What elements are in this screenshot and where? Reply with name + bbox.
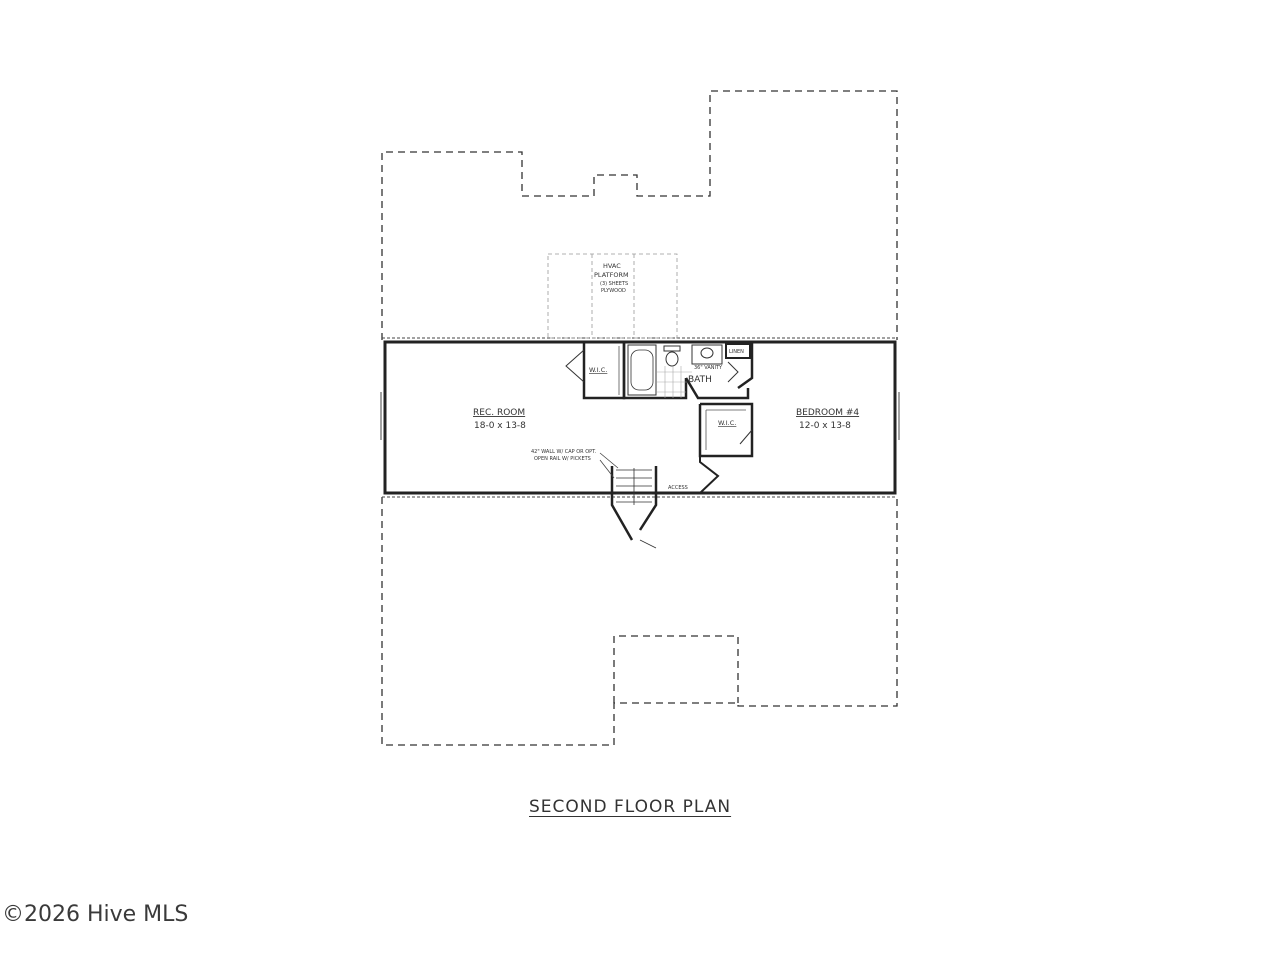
bath-label: BATH	[688, 375, 712, 385]
stair	[599, 452, 658, 549]
bedroom-label: BEDROOM #4	[796, 408, 859, 418]
plan-title: SECOND FLOOR PLAN	[529, 797, 732, 817]
roof-outline-lower	[381, 497, 898, 746]
rec-room-label: REC. ROOM	[473, 408, 525, 418]
wall-note-line1: 42" WALL W/ CAP OR OPT.	[531, 449, 597, 455]
wic-left-label: W.I.C.	[589, 366, 607, 374]
wic-right	[698, 402, 754, 494]
hvac-platform	[547, 253, 678, 339]
porch-outline	[613, 635, 739, 703]
linen-label: LINEN	[729, 349, 744, 355]
bath-block	[622, 342, 750, 400]
hvac-line3: (3) SHEETS	[600, 281, 628, 287]
bedroom-dimensions: 12-0 x 13-8	[799, 421, 851, 431]
hvac-line1: HVAC	[603, 262, 621, 270]
exterior-wall	[383, 340, 897, 495]
rec-room-dimensions: 18-0 x 13-8	[474, 421, 526, 431]
copyright-watermark: ©2026 Hive MLS	[2, 902, 189, 927]
vanity-note: 36" VANITY	[694, 365, 723, 371]
hvac-line2: PLATFORM	[594, 271, 629, 279]
wall-note-line2: OPEN RAIL W/ PICKETS	[534, 456, 591, 462]
linen-closet	[725, 342, 754, 390]
hvac-line4: PLYWOOD	[601, 288, 626, 294]
roof-outline-upper	[381, 90, 898, 340]
wic-right-label: W.I.C.	[718, 419, 736, 427]
access-label: ACCESS	[668, 485, 688, 491]
